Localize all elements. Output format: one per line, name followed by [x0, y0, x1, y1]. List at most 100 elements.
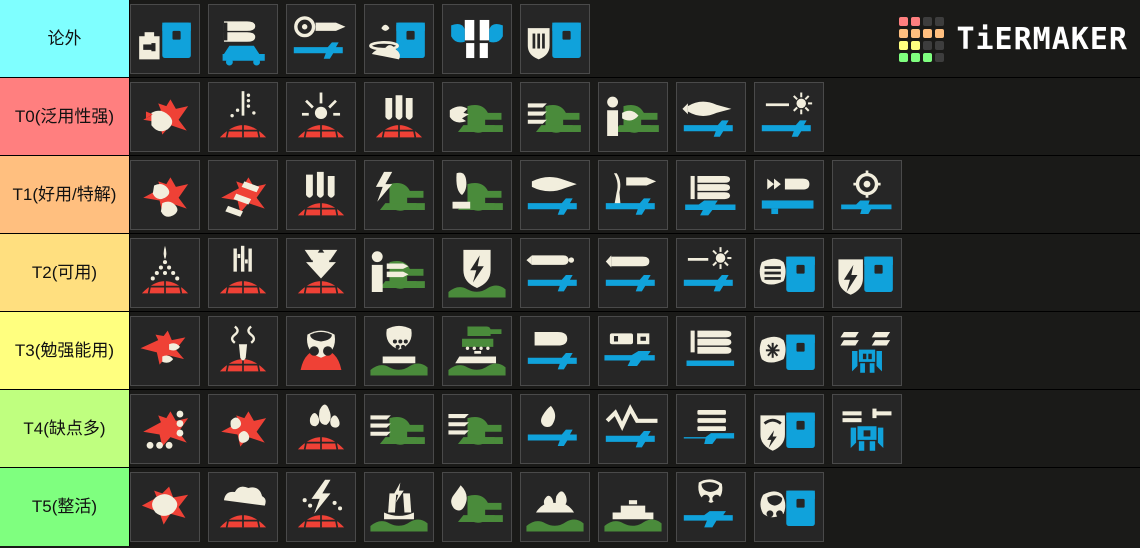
tesla-emplacement-stratagem[interactable]: [598, 472, 668, 542]
eagle-napalm-strike-stratagem[interactable]: [208, 393, 278, 464]
eagle-twin-bomb-icon: [143, 176, 189, 217]
sentry-tesla-icon: [375, 171, 425, 211]
logo-cell: [899, 16, 909, 26]
eagle-smoke-cloud-stratagem[interactable]: [130, 472, 200, 542]
machine-gun-stratagem[interactable]: [676, 393, 746, 464]
stun-weapon-stratagem[interactable]: [676, 472, 746, 542]
eagle-rocket-pods-stratagem[interactable]: [130, 315, 200, 386]
tier-label[interactable]: T5(整活): [0, 468, 130, 546]
hellbomb-stratagem[interactable]: [520, 472, 590, 542]
orbital-napalm-barrage-stratagem[interactable]: [286, 393, 356, 464]
orbital-barrage-stratagem[interactable]: [286, 159, 356, 230]
flame-sentry-green-stratagem[interactable]: [442, 472, 512, 542]
guard-dog-pack-stratagem[interactable]: [754, 237, 824, 308]
logo-cell: [911, 52, 921, 62]
tier-label[interactable]: T3(勉强能用): [0, 312, 130, 389]
tier-label[interactable]: T4(缺点多): [0, 390, 130, 467]
incendiary-weapon-stratagem[interactable]: [520, 393, 590, 464]
shield-generator-stratagem[interactable]: [442, 237, 512, 308]
orbital-gas-strike-stratagem[interactable]: [286, 315, 356, 386]
jump-pack-stratagem[interactable]: [442, 3, 512, 74]
tier-label[interactable]: T0(泛用性强): [0, 78, 130, 155]
grenade-launcher-stratagem[interactable]: [520, 237, 590, 308]
shield-pack-stratagem[interactable]: [832, 237, 902, 308]
weapon-hmg-icon: [686, 330, 735, 366]
arc-thrower-stratagem[interactable]: [676, 237, 746, 308]
orbital-burst-icon: [297, 92, 345, 138]
eagle-strafing-run-stratagem[interactable]: [208, 159, 278, 230]
pack-shield-bolt-icon: [838, 256, 893, 295]
mortar-emplacement-stratagem[interactable]: [364, 315, 434, 386]
pack-blast-icon: [369, 22, 425, 59]
recoilless-cannon-stratagem[interactable]: [520, 315, 590, 386]
spear-launcher-stratagem[interactable]: [598, 159, 668, 230]
orbital-laser-icon: [141, 245, 189, 294]
anti-materiel-rifle-stratagem[interactable]: [832, 159, 902, 230]
orbital-railcannon-strike-stratagem[interactable]: [286, 237, 356, 308]
expendable-anti-tank-stratagem[interactable]: [676, 81, 746, 152]
recoilless-rifle-stratagem[interactable]: [286, 3, 356, 74]
logo-cell: [923, 28, 933, 38]
flamethrower-stratagem[interactable]: [598, 237, 668, 308]
tier-label[interactable]: T2(可用): [0, 234, 130, 311]
logo-cell: [923, 16, 933, 26]
weapon-flame-icon: [605, 254, 655, 291]
tier-row: T3(勉强能用): [0, 312, 1140, 390]
sentry-mg-icon: [449, 104, 503, 133]
tier-items: [130, 0, 1140, 77]
tier-label[interactable]: T1(好用/特解): [0, 156, 130, 233]
orbital-smoke-strike-stratagem[interactable]: [208, 472, 278, 542]
pack-supply-icon: [139, 22, 191, 59]
orbital-laser-stratagem[interactable]: [130, 237, 200, 308]
seismic-probe-stratagem[interactable]: [364, 472, 434, 542]
tier-row: T4(缺点多): [0, 390, 1140, 468]
autocannon-stratagem[interactable]: [676, 159, 746, 230]
eagle-cloud-icon: [141, 486, 189, 525]
emancipator-exosuit-stratagem[interactable]: [832, 393, 902, 464]
stalwart-stratagem[interactable]: [598, 393, 668, 464]
orbital-airburst-strike-stratagem[interactable]: [286, 81, 356, 152]
anti-tank-emplacement-stratagem[interactable]: [754, 159, 824, 230]
orbital-ems-barrage-stratagem[interactable]: [286, 472, 356, 542]
gatling-sentry-stratagem[interactable]: [520, 81, 590, 152]
orbital-ems-strike-stratagem[interactable]: [208, 315, 278, 386]
emplacement-shield-icon: [448, 249, 506, 297]
orbital-beam-dotted-icon: [219, 90, 267, 138]
tesla-tower-stratagem[interactable]: [364, 159, 434, 230]
weapon-rocket-icon: [682, 101, 733, 137]
ballistic-shield-pack-stratagem[interactable]: [520, 3, 590, 74]
pack-shield-arc-icon: [760, 412, 815, 451]
eagle-strafe-icon: [221, 176, 267, 217]
eagle-cluster-bomb-stratagem[interactable]: [364, 81, 434, 152]
orbital-three-bombs-icon: [375, 94, 423, 138]
ballistic-pack-stratagem[interactable]: [754, 315, 824, 386]
tier-items: [130, 468, 1140, 546]
nuke-pack-stratagem[interactable]: [364, 3, 434, 74]
autocannon-sentry-stratagem[interactable]: [364, 393, 434, 464]
patriot-exosuit-stratagem[interactable]: [832, 315, 902, 386]
eagle-smoke-strike-stratagem[interactable]: [130, 393, 200, 464]
quasar-cannon-stratagem[interactable]: [520, 159, 590, 230]
anti-materiel-ammo-vehicle-stratagem[interactable]: [208, 3, 278, 74]
hmg-emplacement-stratagem[interactable]: [442, 315, 512, 386]
orbital-fire-icon: [297, 404, 345, 450]
railgun-stratagem[interactable]: [598, 315, 668, 386]
mech-emancipator-icon: [842, 408, 892, 451]
eagle-500kg-bomb-stratagem[interactable]: [130, 159, 200, 230]
supply-pack-stratagem[interactable]: [130, 3, 200, 74]
eagle-airstrike-stratagem[interactable]: [130, 81, 200, 152]
orbital-gatling-barrage-stratagem[interactable]: [208, 237, 278, 308]
tier-label[interactable]: 论外: [0, 0, 130, 77]
heavy-machine-gun-stratagem[interactable]: [676, 315, 746, 386]
pack-shield-icon: [527, 22, 581, 59]
rocket-sentry-stratagem[interactable]: [364, 237, 434, 308]
laser-cannon-stratagem[interactable]: [754, 81, 824, 152]
orbital-precision-strike-stratagem[interactable]: [208, 81, 278, 152]
mortar-sentry-stratagem[interactable]: [442, 159, 512, 230]
machine-gun-sentry-stratagem[interactable]: [442, 81, 512, 152]
shield-generator-relay-stratagem[interactable]: [598, 81, 668, 152]
flame-sentry-stratagem[interactable]: [442, 393, 512, 464]
orbital-ems-icon: [219, 325, 267, 372]
guard-dog-gas-pack-stratagem[interactable]: [754, 472, 824, 542]
guard-dog-shield-pack-stratagem[interactable]: [754, 393, 824, 464]
